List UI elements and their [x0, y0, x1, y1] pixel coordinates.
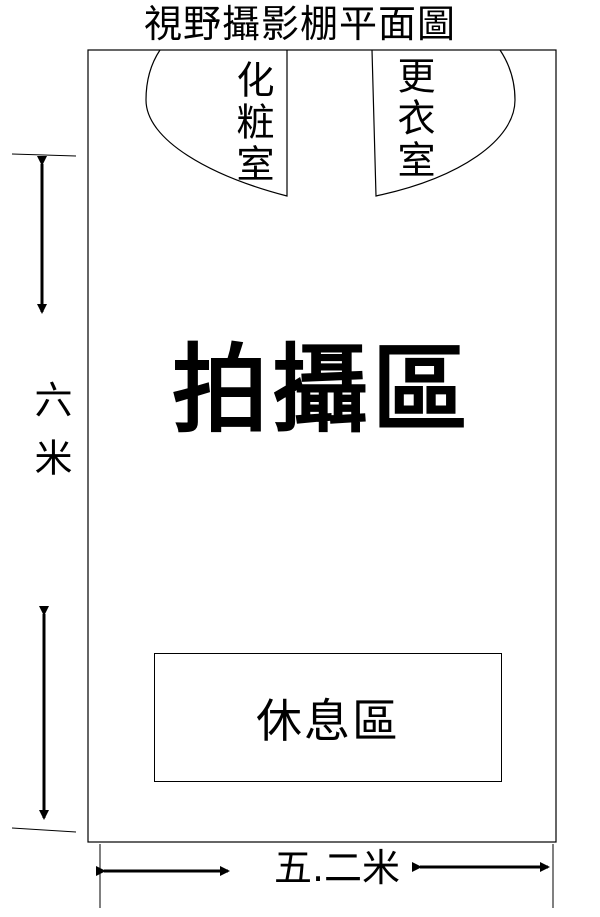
floor-plan-title: 視野攝影棚平面圖: [143, 2, 456, 46]
width-dimension-label: 五.二米: [273, 846, 401, 890]
changing-room-label: 更衣室: [391, 56, 435, 182]
changing-room-outline: [371, 49, 516, 197]
length-dimension-label: 六米: [28, 380, 72, 496]
shooting-area-label: 拍攝區: [172, 334, 472, 446]
studio-outline: [87, 49, 557, 843]
dim-v-top-tick: [11, 153, 77, 157]
makeup-room-outline: [145, 49, 288, 197]
rest-area: 休息區: [154, 653, 502, 782]
dim-v-bottom-tick: [11, 827, 77, 833]
rest-area-label: 休息區: [256, 693, 400, 748]
makeup-room-label: 化粧室: [230, 60, 274, 186]
